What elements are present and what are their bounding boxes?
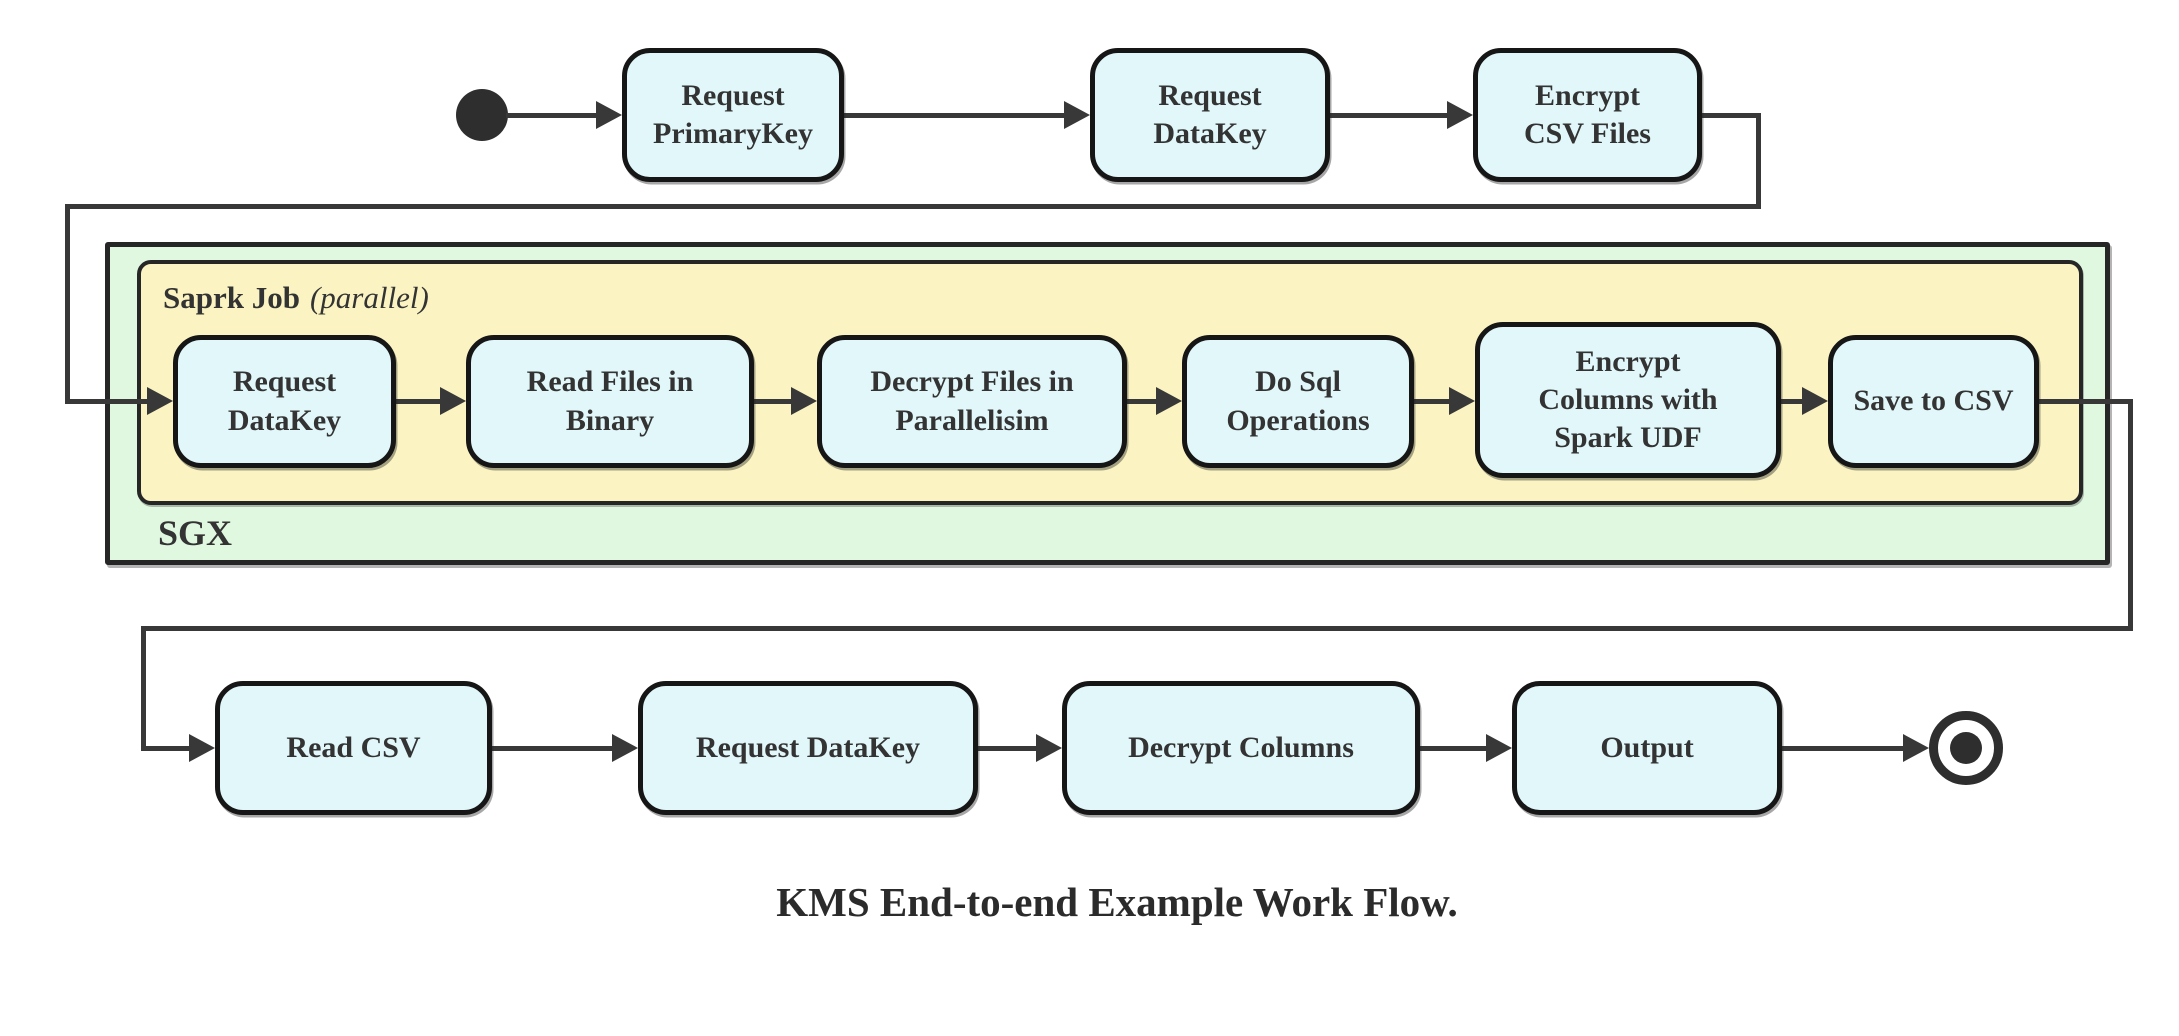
sgx-label: SGX — [158, 513, 233, 553]
arrowhead-icon — [1064, 101, 1090, 129]
arrowhead-icon — [1156, 387, 1182, 415]
node-output: Output — [1512, 681, 1782, 815]
end-node — [1929, 711, 2003, 785]
arrowhead-icon — [1802, 387, 1828, 415]
arrowhead-icon — [189, 734, 215, 762]
edge-wrap1-seg5 — [65, 399, 155, 404]
edge-request-datakey-to-encrypt-csv — [1330, 113, 1455, 118]
edge-sgx-1-2 — [396, 399, 446, 404]
node-save-to-csv: Save to CSV — [1828, 335, 2039, 468]
edge-wrap1-seg3 — [65, 204, 1761, 209]
node-read-files-in-binary: Read Files in Binary — [466, 335, 754, 468]
arrowhead-icon — [1486, 734, 1512, 762]
arrowhead-icon — [612, 734, 638, 762]
arrowhead-icon — [596, 101, 622, 129]
edge-sgx-3-4 — [1127, 399, 1162, 404]
node-read-csv: Read CSV — [215, 681, 492, 815]
node-request-primarykey: Request PrimaryKey — [622, 48, 844, 182]
edge-requestdatakey-to-decryptcolumns — [978, 746, 1044, 751]
arrowhead-icon — [1449, 387, 1475, 415]
arrowhead-icon — [1036, 734, 1062, 762]
edge-wrap2-seg3 — [141, 626, 2133, 631]
node-decrypt-files-in-parallelisim: Decrypt Files in Parallelisim — [817, 335, 1127, 468]
edge-request-primarykey-to-request-datakey — [844, 113, 1072, 118]
spark-job-qualifier: (parallel) — [309, 280, 429, 315]
arrowhead-icon — [1447, 101, 1473, 129]
node-request-datakey-bottom: Request DataKey — [638, 681, 978, 815]
edge-wrap2-seg4 — [141, 626, 146, 751]
arrowhead-icon — [147, 387, 173, 415]
node-decrypt-columns: Decrypt Columns — [1062, 681, 1420, 815]
edge-wrap1-seg2 — [1756, 113, 1761, 209]
start-node — [456, 89, 508, 141]
node-do-sql-operations: Do Sql Operations — [1182, 335, 1414, 468]
edge-wrap2-seg5 — [141, 746, 197, 751]
edge-wrap2-seg2 — [2128, 399, 2133, 630]
edge-sgx-4-5 — [1414, 399, 1455, 404]
diagram-caption: KMS End-to-end Example Work Flow. — [776, 879, 1458, 925]
edge-wrap1-seg4 — [65, 204, 70, 404]
edge-start-to-request-primarykey — [506, 113, 606, 118]
arrowhead-icon — [791, 387, 817, 415]
spark-job-title: Saprk Job — [163, 280, 300, 315]
spark-job-label: Saprk Job (parallel) — [163, 280, 429, 316]
edge-wrap2-seg1 — [2039, 399, 2132, 404]
node-request-datakey-sgx: Request DataKey — [173, 335, 396, 468]
arrowhead-icon — [440, 387, 466, 415]
edge-output-to-end — [1782, 746, 1911, 751]
end-node-dot — [1950, 732, 1982, 764]
node-encrypt-columns-with-spark-udf: Encrypt Columns with Spark UDF — [1475, 322, 1781, 478]
node-encrypt-csv-files: Encrypt CSV Files — [1473, 48, 1702, 182]
edge-sgx-5-6 — [1781, 399, 1808, 404]
arrowhead-icon — [1903, 734, 1929, 762]
edge-wrap1-seg1 — [1700, 113, 1761, 118]
edge-readcsv-to-requestdatakey — [492, 746, 620, 751]
edge-sgx-2-3 — [754, 399, 797, 404]
edge-decryptcolumns-to-output — [1420, 746, 1494, 751]
node-request-datakey-top: Request DataKey — [1090, 48, 1330, 182]
